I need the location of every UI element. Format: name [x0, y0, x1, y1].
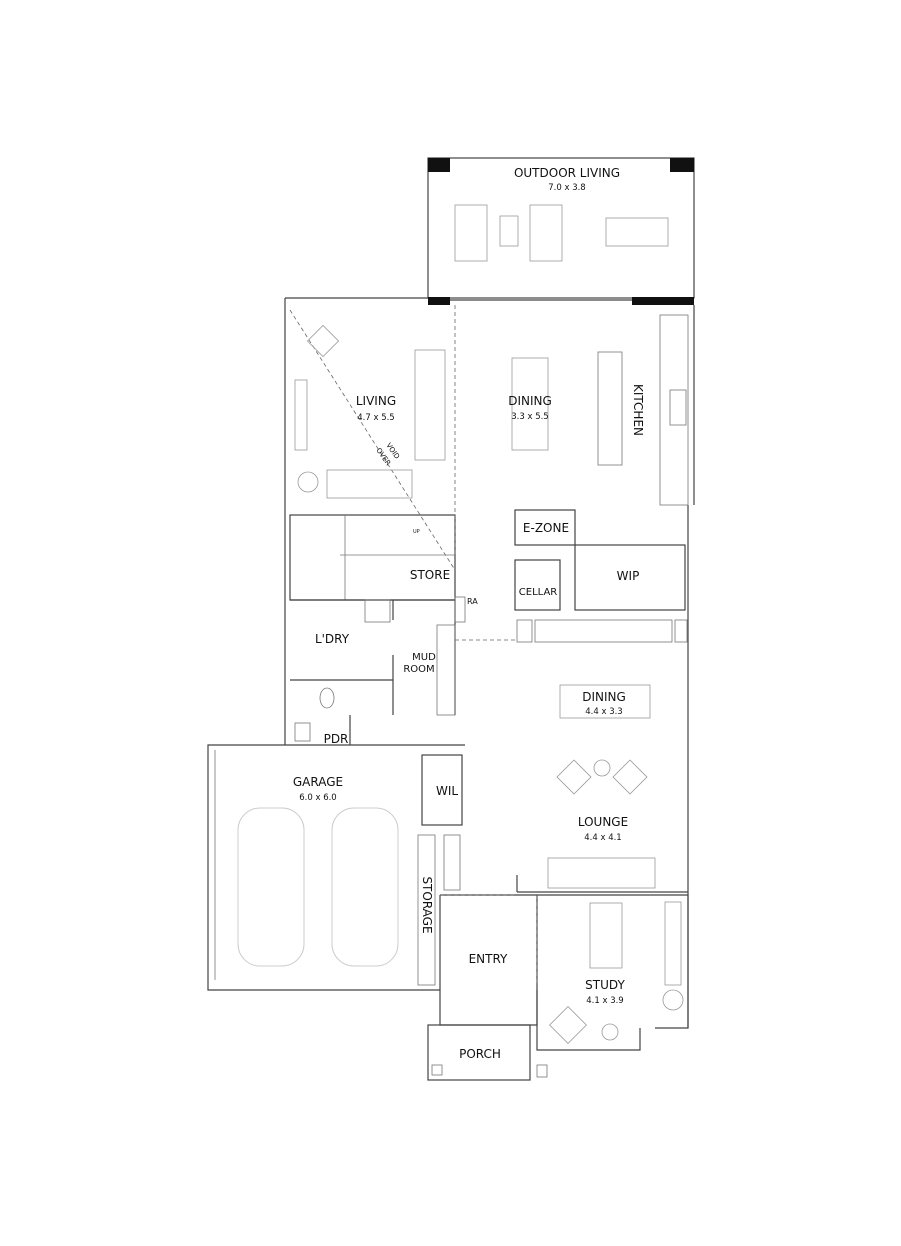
- room-label-wip: WIP: [617, 569, 640, 583]
- sofa: [547, 857, 656, 889]
- toilet: [319, 687, 335, 709]
- stair-up-label: UP: [413, 529, 420, 535]
- room-label-cellar: CELLAR: [519, 587, 558, 598]
- room-dims-dining-2: 4.4 x 3.3: [585, 707, 622, 717]
- sofa: [326, 469, 413, 499]
- kitchen-island: [597, 351, 623, 466]
- armchair: [549, 1006, 587, 1044]
- dining-table: [511, 357, 549, 451]
- car: [237, 807, 305, 967]
- room-label-entry: ENTRY: [469, 952, 508, 966]
- room-label-mud: MUD: [412, 652, 436, 663]
- room-label-store: STORE: [410, 568, 450, 582]
- room-dims-garage: 6.0 x 6.0: [299, 793, 336, 803]
- cars: [237, 807, 399, 967]
- room-dims-study: 4.1 x 3.9: [586, 996, 623, 1006]
- tv-unit: [294, 379, 308, 451]
- cooktop: [669, 389, 687, 426]
- armchair: [306, 324, 340, 358]
- sofa: [414, 349, 446, 461]
- outdoor-table: [605, 217, 669, 247]
- room-label-dining-2: DINING: [582, 690, 626, 704]
- armchair: [529, 204, 563, 262]
- study-desk: [589, 902, 623, 969]
- room-label-pdr: PDR: [324, 732, 349, 746]
- room-label-outdoor-living: OUTDOOR LIVING: [514, 166, 620, 180]
- ra-label: RA: [467, 597, 478, 606]
- armchair: [454, 204, 488, 262]
- armchair: [556, 759, 592, 795]
- room-dims-outdoor-living: 7.0 x 3.8: [548, 183, 585, 193]
- room-label-study: STUDY: [585, 978, 625, 992]
- house-walls: [207, 297, 695, 1081]
- room-label-porch: PORCH: [459, 1047, 501, 1061]
- room-label-kitchen: KITCHEN: [631, 384, 645, 436]
- armchair: [612, 759, 648, 795]
- basin: [294, 722, 311, 742]
- outdoor-living-area: [427, 157, 695, 299]
- coffee-table: [499, 215, 519, 247]
- car: [331, 807, 399, 967]
- room-label-laundry: L'DRY: [315, 632, 350, 646]
- dining-table: [559, 684, 651, 719]
- room-label-storage: STORAGE: [420, 876, 434, 933]
- laundry-sink: [364, 599, 391, 623]
- kitchen-bench: [659, 314, 689, 506]
- room-dims-lounge: 4.4 x 4.1: [584, 833, 621, 843]
- room-label-lounge: LOUNGE: [578, 815, 628, 829]
- room-label-dining: DINING: [508, 394, 552, 408]
- room-label-garage: GARAGE: [293, 775, 343, 789]
- room-dims-living: 4.7 x 5.5: [357, 413, 394, 423]
- furniture: [294, 324, 684, 1044]
- room-dims-dining: 3.3 x 5.5: [511, 412, 548, 422]
- room-label-living: LIVING: [356, 394, 396, 408]
- room-label-e-zone: E-ZONE: [523, 521, 569, 535]
- room-label-wil: WIL: [436, 784, 458, 798]
- staircase: [340, 515, 455, 600]
- room-label-room: ROOM: [403, 664, 434, 675]
